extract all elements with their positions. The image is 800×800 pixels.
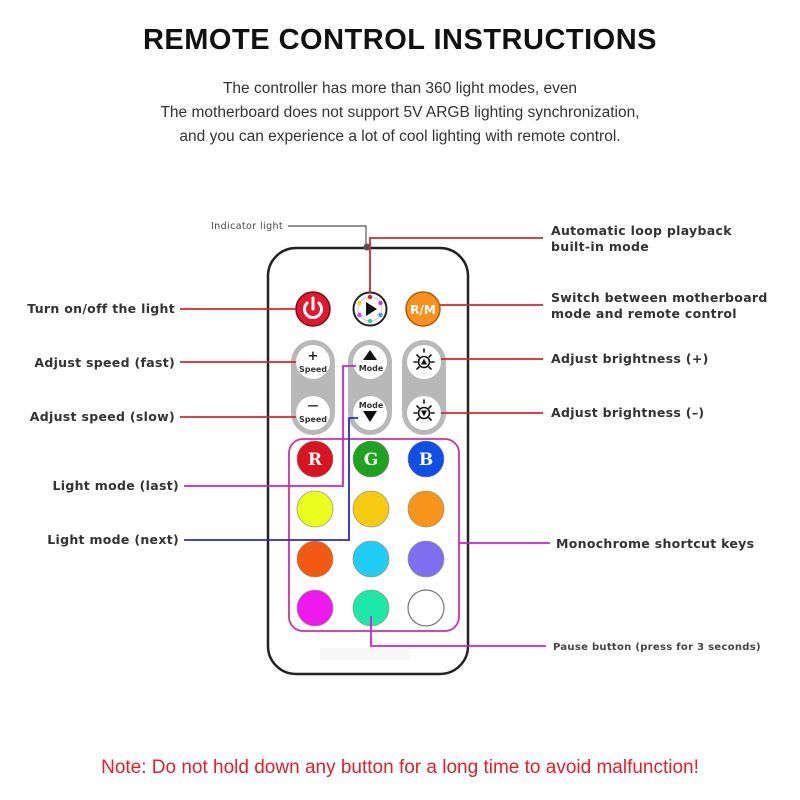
label-auto-loop-1: Automatic loop playback bbox=[551, 223, 732, 238]
plus-icon: + bbox=[308, 349, 319, 364]
label-switch-1: Switch between motherboard bbox=[551, 290, 768, 305]
speed-up-button[interactable]: + Speed bbox=[296, 345, 330, 379]
rgb-key-label: G bbox=[364, 450, 379, 470]
label-pause: Pause button (press for 3 seconds) bbox=[553, 642, 761, 653]
mode-down-button[interactable]: Mode bbox=[353, 396, 387, 430]
rgb-key-label: R bbox=[308, 450, 323, 470]
rgb-key-r[interactable]: R bbox=[296, 440, 334, 478]
rgb-key-b[interactable]: B bbox=[407, 440, 445, 478]
leader-mode-next bbox=[184, 417, 358, 541]
mode-down-label: Mode bbox=[359, 401, 384, 410]
intro-text: The controller has more than 360 light m… bbox=[0, 77, 800, 149]
label-mono: Monochrome shortcut keys bbox=[556, 536, 754, 551]
leader-auto-loop bbox=[369, 237, 543, 293]
indicator-light bbox=[363, 243, 371, 251]
label-bright-down: Adjust brightness (–) bbox=[551, 405, 704, 420]
intro-line-3: and you can experience a lot of cool lig… bbox=[179, 128, 621, 145]
mode-up-label: Mode bbox=[359, 364, 384, 373]
color-key-magenta[interactable] bbox=[296, 589, 334, 627]
speed-up-label: Speed bbox=[299, 365, 327, 374]
color-key-yellow[interactable] bbox=[296, 490, 334, 528]
color-key-orange[interactable] bbox=[407, 490, 445, 528]
label-mode-next: Light mode (next) bbox=[47, 532, 179, 547]
rgb-key-g[interactable]: G bbox=[352, 440, 390, 478]
label-indicator-light: Indicator light bbox=[211, 221, 283, 232]
label-mode-last: Light mode (last) bbox=[53, 478, 179, 493]
warning-note: Note: Do not hold down any button for a … bbox=[101, 757, 699, 778]
power-icon bbox=[303, 296, 323, 319]
page-title: REMOTE CONTROL INSTRUCTIONS bbox=[142, 24, 658, 56]
speed-down-label: Speed bbox=[299, 415, 327, 424]
rm-label: R/M bbox=[410, 303, 436, 317]
brightness-down-button[interactable] bbox=[407, 396, 441, 430]
leader-pause bbox=[370, 616, 546, 647]
speed-down-button[interactable]: — Speed bbox=[296, 396, 330, 430]
label-switch-2: mode and remote control bbox=[551, 306, 737, 321]
label-bright-up: Adjust brightness (+) bbox=[551, 351, 709, 366]
auto-loop-play-button[interactable] bbox=[352, 291, 388, 327]
rgb-key-label: B bbox=[419, 450, 433, 470]
brightness-up-button[interactable] bbox=[407, 345, 441, 379]
color-key-sky-blue[interactable] bbox=[352, 540, 390, 578]
play-icon bbox=[366, 302, 377, 316]
color-key-amber[interactable] bbox=[352, 490, 390, 528]
triangle-up-icon bbox=[363, 350, 377, 360]
label-auto-loop-2: built-in mode bbox=[551, 239, 649, 254]
power-button[interactable] bbox=[295, 291, 331, 327]
mode-up-button[interactable]: Mode bbox=[353, 345, 387, 379]
leader-mode-last bbox=[184, 365, 356, 487]
indicator-leader-line bbox=[288, 225, 367, 244]
label-speed-slow: Adjust speed (slow) bbox=[30, 409, 175, 424]
color-key-white[interactable] bbox=[407, 589, 445, 627]
color-key-red-orange[interactable] bbox=[296, 540, 334, 578]
color-key-lavender[interactable] bbox=[407, 540, 445, 578]
sun-down-icon bbox=[413, 399, 435, 421]
triangle-down-icon bbox=[363, 411, 377, 422]
sun-up-icon bbox=[413, 348, 435, 370]
rm-switch-button[interactable]: R/M bbox=[405, 291, 441, 327]
intro-line-2: The motherboard does not support 5V ARGB… bbox=[160, 104, 640, 121]
remote-bottom-decoration bbox=[320, 648, 410, 660]
monochrome-keys-group bbox=[288, 438, 460, 632]
minus-icon: — bbox=[308, 399, 319, 412]
label-speed-fast: Adjust speed (fast) bbox=[34, 355, 175, 370]
intro-line-1: The controller has more than 360 light m… bbox=[222, 80, 578, 97]
label-power: Turn on/off the light bbox=[27, 301, 175, 316]
